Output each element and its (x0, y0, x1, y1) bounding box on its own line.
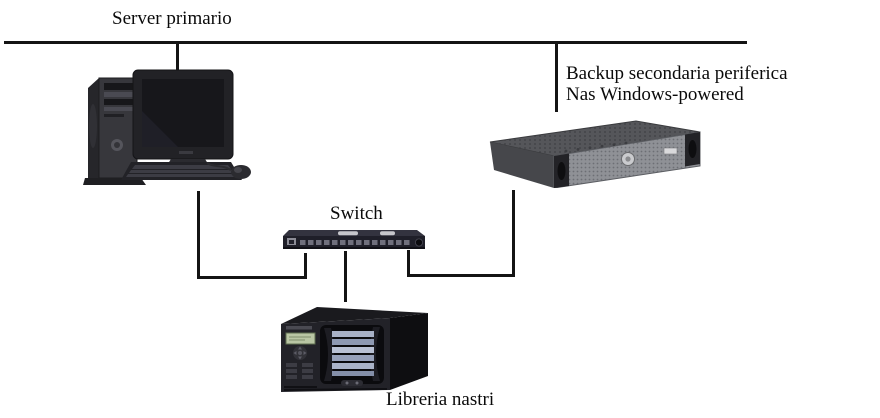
connector-top-bus (4, 41, 747, 44)
nas-server-image (488, 118, 703, 188)
desktop-computer-image (83, 66, 258, 186)
nas-label-line1: Backup secondaria periferica (566, 63, 788, 84)
tape-library-label: Libreria nastri (386, 389, 495, 410)
desktop-computer-icon (83, 69, 251, 185)
connector-switch-to-tape (344, 251, 347, 302)
nas-server-icon (489, 120, 701, 188)
connector-bus-to-server (176, 43, 179, 70)
server-label: Server primario (112, 8, 232, 29)
connector-bus-to-nas (555, 43, 558, 112)
connector-nas-to-switch-vertical (512, 190, 515, 277)
tape-library-icon (281, 307, 428, 392)
connector-switch-right-stub (407, 250, 410, 277)
connector-server-to-switch-horizontal (197, 276, 307, 279)
nas-label-line2: Nas Windows-powered (566, 84, 744, 105)
connector-server-to-switch-vertical (197, 191, 200, 278)
connector-switch-left-stub (304, 253, 307, 278)
switch-icon (283, 230, 425, 249)
tape-library-image (277, 300, 432, 395)
connector-nas-to-switch-horizontal (407, 274, 515, 277)
switch-label: Switch (330, 203, 383, 224)
switch-image (281, 228, 427, 252)
